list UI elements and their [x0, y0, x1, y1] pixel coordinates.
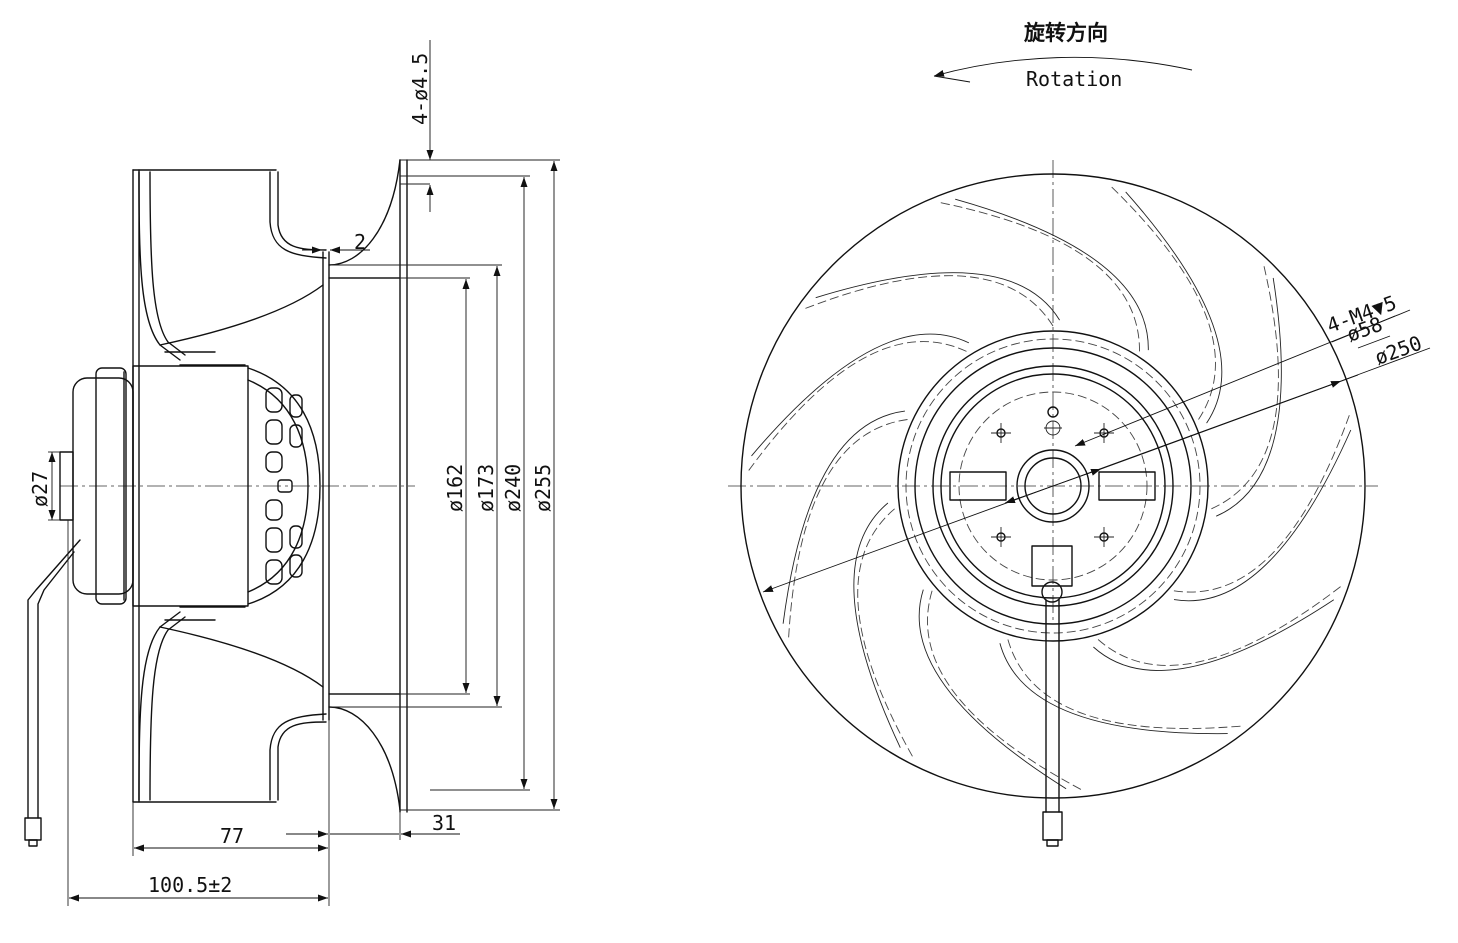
hole-upper-right — [1094, 423, 1114, 443]
blade-edge — [999, 643, 1228, 735]
rotation-en-label: Rotation — [1026, 67, 1122, 91]
wall-label: 2 — [354, 230, 366, 254]
dim-wall: 2 — [302, 230, 370, 254]
dim-hole-spec: 4-ø4.5 — [408, 40, 434, 212]
blade-curve — [1211, 265, 1279, 510]
hole-circle-label: ø240 — [501, 464, 525, 512]
inlet-label: ø162 — [443, 464, 467, 512]
rotation-cn-label: 旋转方向 — [1023, 20, 1108, 45]
blade-edge — [1216, 277, 1282, 517]
ring-label: ø173 — [474, 464, 498, 512]
dim-31: 31 — [286, 811, 460, 838]
shaft-label: ø27 — [28, 471, 52, 507]
blade-edge — [918, 589, 1067, 790]
motor-body — [132, 365, 321, 607]
dim-outer: ø255 — [531, 161, 558, 809]
hub-rings — [897, 330, 1209, 642]
overall-label: 100.5±2 — [148, 873, 232, 897]
blade-curve — [1097, 585, 1342, 666]
mounting-holes — [991, 406, 1114, 547]
dim-hole-circle: ø240 — [501, 177, 528, 789]
hole-lower-left — [991, 527, 1011, 547]
blade-edge — [815, 272, 1060, 321]
blade-curve — [927, 590, 1082, 791]
ext-lines-vertical — [330, 159, 560, 811]
blade-curve — [788, 419, 908, 639]
dim-overall: 100.5±2 — [69, 873, 328, 902]
blade-edge — [1093, 599, 1335, 671]
blade-curve — [1173, 414, 1350, 593]
ext-lines-horizontal — [67, 520, 401, 906]
blade-edge — [955, 198, 1149, 351]
dim-impeller: ø250 — [762, 331, 1431, 593]
dim-shaft: ø27 — [28, 451, 60, 521]
side-view: 4-ø4.5 2 ø27 — [24, 40, 560, 906]
hole-spec-label: 4-ø4.5 — [408, 53, 432, 125]
impeller-outline — [740, 173, 1366, 799]
impeller-blades — [748, 186, 1352, 791]
blade-curve — [940, 202, 1140, 352]
cable-outlet — [1031, 545, 1073, 847]
rotation-arrow — [933, 56, 1193, 77]
hole-lower-right — [1094, 527, 1114, 547]
dim-inlet: ø162 — [443, 279, 470, 693]
front-view: 旋转方向 Rotation — [728, 20, 1431, 847]
cable — [24, 539, 81, 847]
dim-ring: ø173 — [474, 266, 501, 706]
blade-curve — [804, 275, 1054, 327]
rotation-indicator: 旋转方向 Rotation — [933, 20, 1193, 91]
blade-profile-bottom — [138, 606, 327, 801]
blade-curve — [1110, 186, 1216, 420]
hole-top — [1044, 406, 1062, 436]
len-31-label: 31 — [432, 811, 456, 835]
dim-77: 77 — [134, 824, 328, 852]
motor-rear-cap — [59, 367, 134, 605]
blade-edge — [853, 502, 901, 748]
blade-edge — [1173, 429, 1352, 602]
blade-profile-top — [138, 171, 327, 366]
blade-edge — [782, 410, 905, 624]
blade-curve — [1007, 639, 1242, 729]
blade-curve — [748, 341, 967, 472]
blade-edge — [751, 333, 970, 457]
inlet-ring — [322, 159, 430, 813]
outer-label: ø255 — [531, 464, 555, 512]
len-77-label: 77 — [220, 824, 244, 848]
blade-curve — [857, 508, 914, 758]
rotor-slots — [265, 387, 303, 585]
hole-upper-left — [991, 423, 1011, 443]
blade-edge — [1125, 191, 1223, 424]
dim-bolt-circle: ø58 — [1004, 312, 1391, 504]
